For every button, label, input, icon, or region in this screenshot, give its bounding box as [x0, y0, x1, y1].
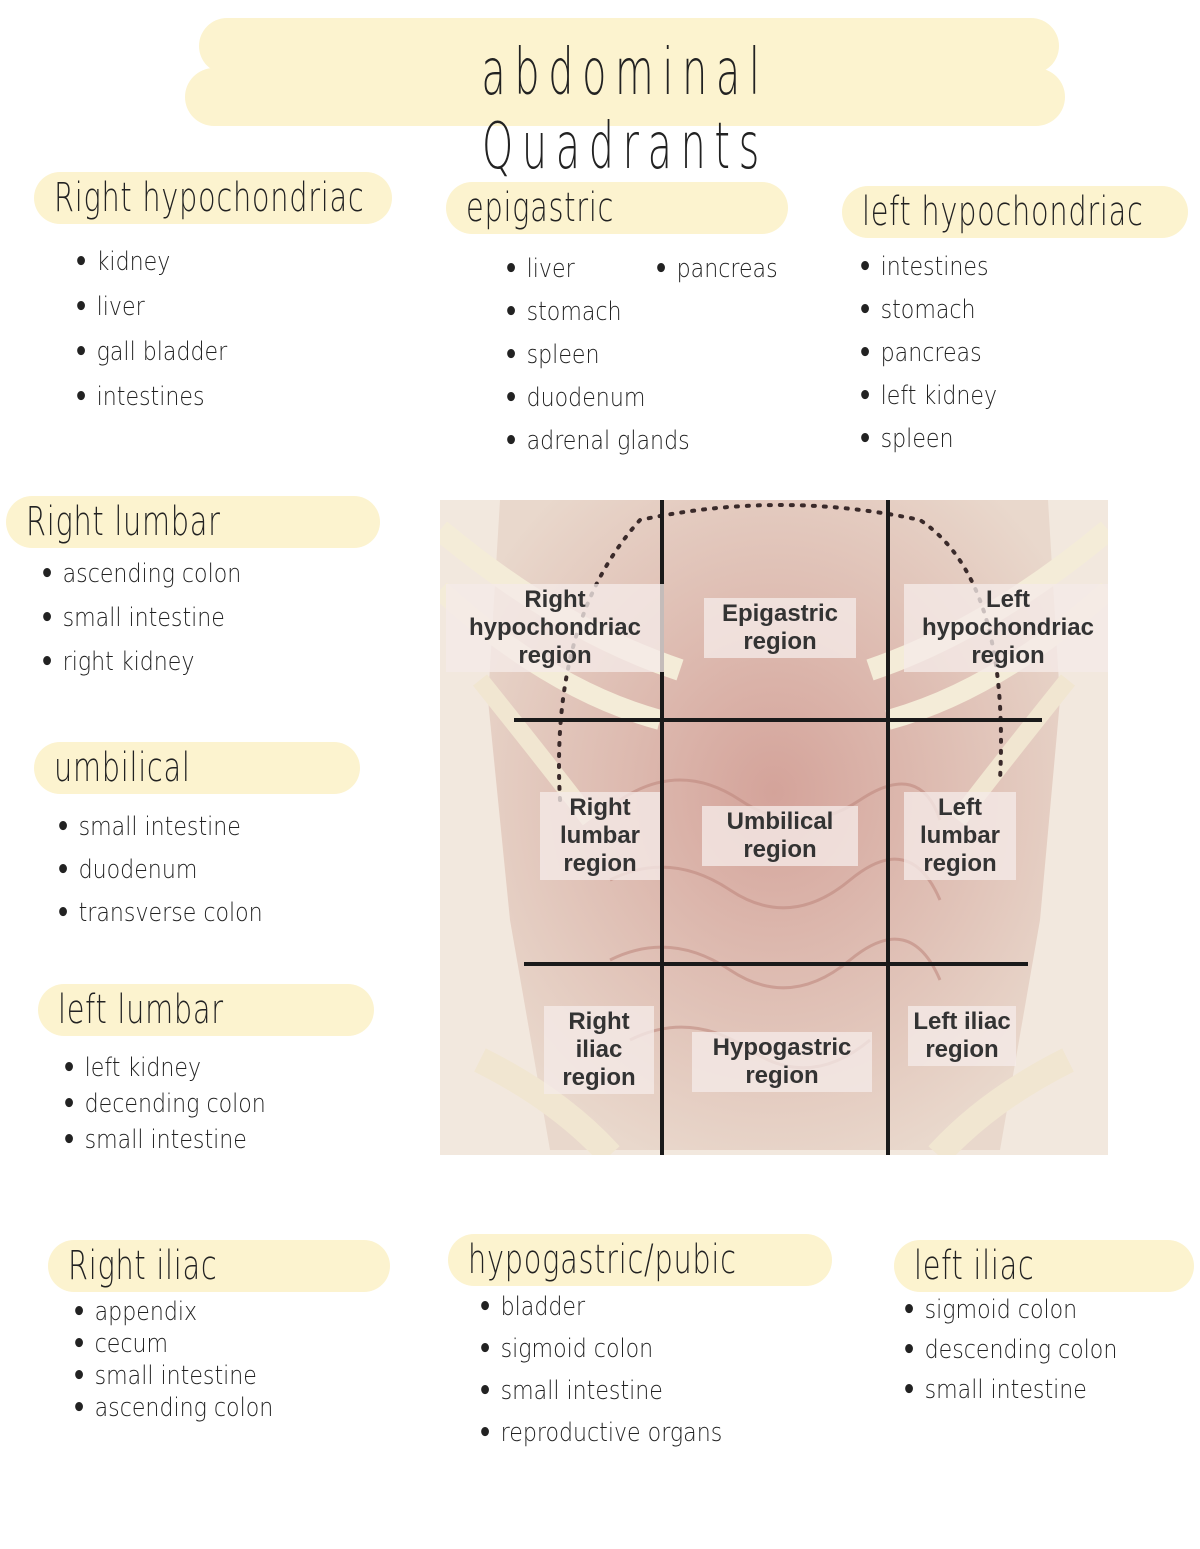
- list-epigastric-col1: liver stomach spleen duodenum adrenal gl…: [504, 248, 722, 463]
- list-item: small intestine: [56, 806, 263, 849]
- title-banner: abdominal Quadrants: [185, 18, 1065, 184]
- list-item: cecum: [72, 1328, 273, 1360]
- list-item: spleen: [858, 418, 997, 461]
- list-item: transverse colon: [56, 892, 263, 935]
- list-left-lumbar: left kidney decending colon small intest…: [62, 1050, 302, 1158]
- heading-hypogastric: hypogastric/pubic: [448, 1234, 832, 1286]
- heading-right-lumbar: Right lumbar: [6, 496, 380, 548]
- heading-umbilical: umbilical: [34, 742, 360, 794]
- page-title: abdominal Quadrants: [481, 36, 769, 184]
- title-highlight-top: [199, 18, 1059, 74]
- heading-left-lumbar: left lumbar: [38, 984, 374, 1036]
- list-item: small intestine: [478, 1370, 722, 1412]
- heading-text: left iliac: [914, 1243, 1035, 1289]
- list-item: gall bladder: [74, 330, 228, 375]
- title-highlight-bottom: [185, 68, 1065, 126]
- abdominal-regions-diagram: Right hypochondriac region Epigastric re…: [440, 500, 1108, 1155]
- list-item: reproductive organs: [478, 1412, 723, 1454]
- list-right-hypochondriac: kidney liver gall bladder intestines: [74, 240, 254, 420]
- list-item: pancreas: [858, 332, 997, 375]
- heading-text: Right hypochondriac: [54, 175, 365, 221]
- list-item: liver: [74, 285, 227, 330]
- list-item: small intestine: [72, 1360, 273, 1392]
- heading-text: left hypochondriac: [862, 189, 1144, 235]
- heading-text: Right iliac: [68, 1243, 218, 1289]
- list-hypogastric: bladder sigmoid colon small intestine re…: [478, 1286, 765, 1454]
- heading-text: hypogastric/pubic: [468, 1237, 737, 1283]
- list-item: duodenum: [56, 849, 263, 892]
- list-item: descending colon: [902, 1330, 1118, 1370]
- list-item: stomach: [858, 289, 997, 332]
- label-right-hypochondriac: Right hypochondriac region: [446, 584, 664, 672]
- list-item: adrenal glands: [504, 420, 690, 463]
- heading-epigastric: epigastric: [446, 182, 788, 234]
- label-epigastric: Epigastric region: [704, 598, 856, 658]
- heading-text: epigastric: [466, 185, 615, 231]
- list-item: decending colon: [62, 1086, 266, 1122]
- list-item: small intestine: [62, 1122, 266, 1158]
- label-left-iliac: Left iliac region: [908, 1006, 1016, 1066]
- list-right-iliac: appendix cecum small intestine ascending…: [72, 1296, 309, 1424]
- list-left-iliac: sigmoid colon descending colon small int…: [902, 1290, 1155, 1410]
- list-item: appendix: [72, 1296, 273, 1328]
- heading-right-hypochondriac: Right hypochondriac: [34, 172, 392, 224]
- list-item: sigmoid colon: [478, 1328, 722, 1370]
- list-item: stomach: [504, 291, 690, 334]
- label-left-lumbar: Left lumbar region: [904, 792, 1016, 880]
- list-item: duodenum: [504, 377, 690, 420]
- list-item: pancreas: [654, 248, 778, 291]
- list-right-lumbar: ascending colon small intestine right ki…: [40, 552, 277, 684]
- list-item: left kidney: [62, 1050, 266, 1086]
- list-item: liver: [504, 248, 690, 291]
- list-item: bladder: [478, 1286, 722, 1328]
- list-item: small intestine: [40, 596, 241, 640]
- list-item: ascending colon: [40, 552, 242, 596]
- list-item: intestines: [858, 246, 997, 289]
- list-item: intestines: [74, 375, 227, 420]
- list-item: right kidney: [40, 640, 241, 684]
- list-item: kidney: [74, 240, 227, 285]
- list-item: small intestine: [902, 1370, 1117, 1410]
- heading-text: Right lumbar: [26, 499, 221, 545]
- list-left-hypochondriac: intestines stomach pancreas left kidney …: [858, 246, 1022, 461]
- label-left-hypochondriac: Left hypochondriac region: [904, 584, 1108, 672]
- heading-text: umbilical: [54, 745, 191, 791]
- list-item: left kidney: [858, 375, 997, 418]
- label-right-iliac: Right iliac region: [544, 1006, 654, 1094]
- list-item: sigmoid colon: [902, 1290, 1117, 1330]
- heading-text: left lumbar: [58, 987, 224, 1033]
- heading-right-iliac: Right iliac: [48, 1240, 390, 1292]
- list-epigastric-col2: pancreas: [654, 248, 799, 291]
- label-umbilical: Umbilical region: [702, 806, 858, 866]
- heading-left-hypochondriac: left hypochondriac: [842, 186, 1188, 238]
- heading-left-iliac: left iliac: [894, 1240, 1194, 1292]
- list-umbilical: small intestine duodenum transverse colo…: [56, 806, 299, 935]
- label-hypogastric: Hypogastric region: [692, 1032, 872, 1092]
- list-item: spleen: [504, 334, 690, 377]
- label-right-lumbar: Right lumbar region: [540, 792, 660, 880]
- list-item: ascending colon: [72, 1392, 274, 1424]
